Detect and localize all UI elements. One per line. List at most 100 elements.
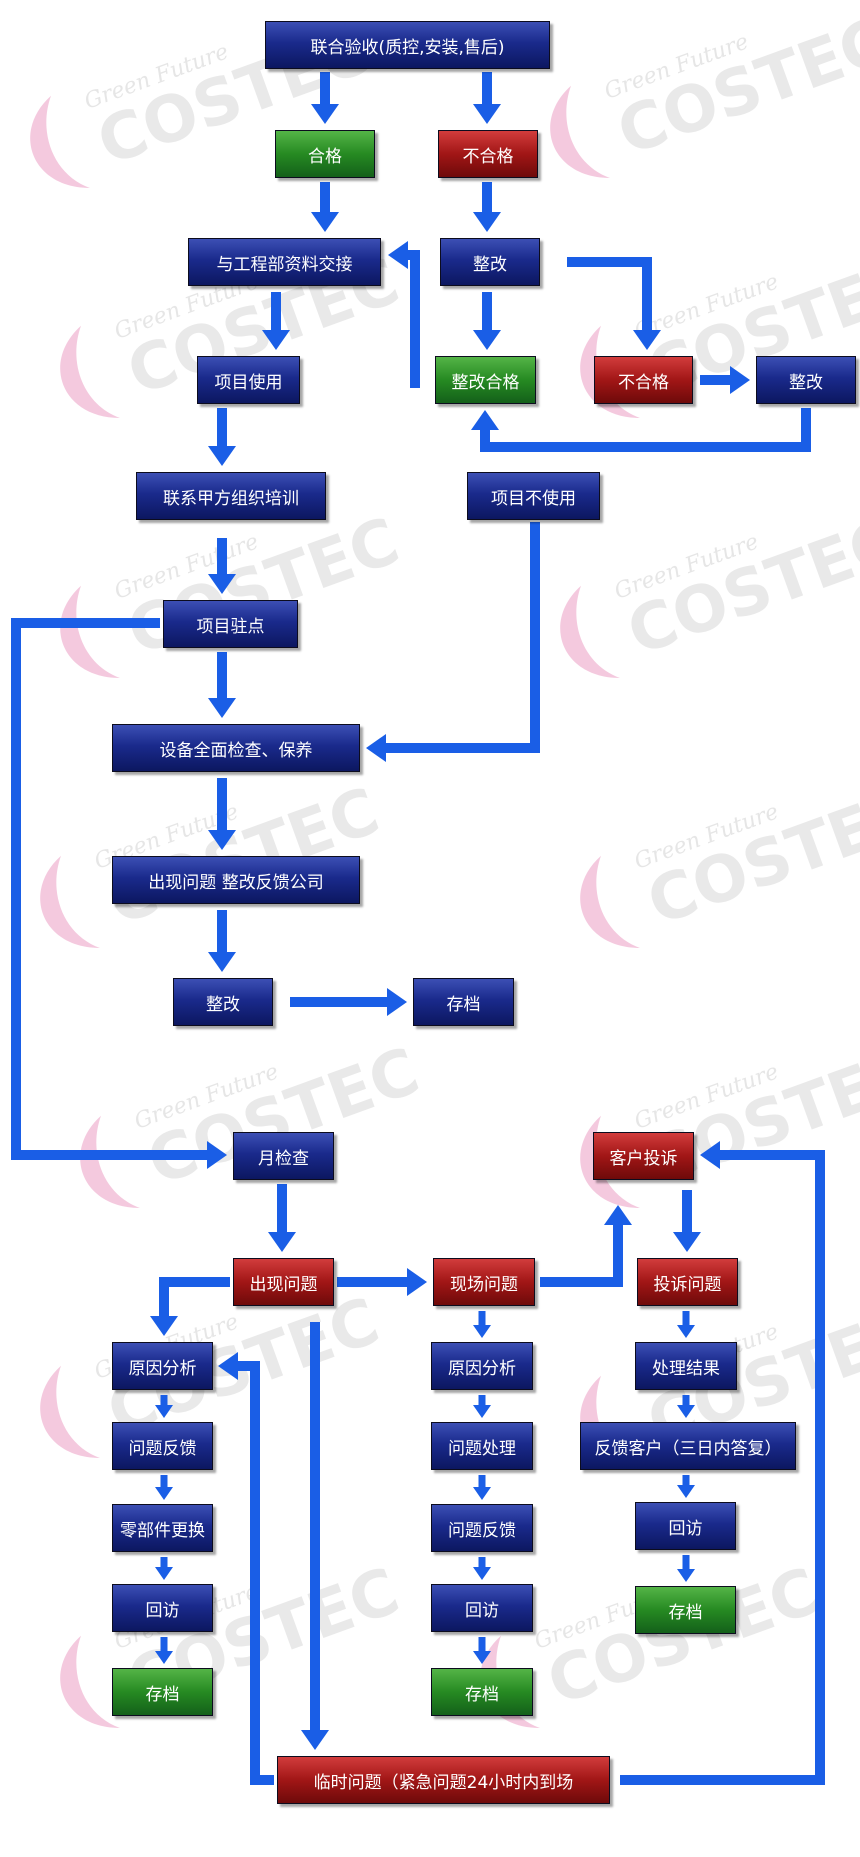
arrowhead-icon xyxy=(673,1232,701,1252)
arrowhead-icon xyxy=(473,1325,491,1338)
node-full-inspection: 设备全面检查、保养 xyxy=(112,724,360,772)
connector-line xyxy=(386,522,540,753)
watermark-tagline: Green Future xyxy=(601,29,752,104)
node-rectify-qualified: 整改合格 xyxy=(435,356,536,404)
watermark-swirl-icon xyxy=(60,325,120,418)
arrowhead-icon xyxy=(677,1569,695,1582)
arrowhead-icon xyxy=(207,1141,227,1169)
arrowhead-icon xyxy=(155,1405,173,1418)
arrowhead-icon xyxy=(366,734,386,762)
watermark-brand: COSTEC xyxy=(538,1554,828,1720)
arrowhead-icon xyxy=(150,1316,178,1336)
arrowhead-icon xyxy=(473,1651,491,1664)
arrowhead-icon xyxy=(155,1651,173,1664)
node-archive-left: 存档 xyxy=(112,1668,213,1716)
node-project-not-in-use: 项目不使用 xyxy=(467,472,600,520)
node-qualified: 合格 xyxy=(275,130,375,178)
watermark-tagline: Green Future xyxy=(631,1059,782,1134)
node-handling-result: 处理结果 xyxy=(635,1342,737,1390)
node-contact-training: 联系甲方组织培训 xyxy=(136,472,326,520)
arrowhead-icon xyxy=(473,212,501,232)
node-issue-feedback-company: 出现问题 整改反馈公司 xyxy=(112,856,360,904)
arrowhead-icon xyxy=(311,104,339,124)
node-rectify-2: 整改 xyxy=(756,356,856,404)
node-unqualified-1: 不合格 xyxy=(438,130,538,178)
arrowhead-icon xyxy=(407,1268,427,1296)
node-issue-feedback-left: 问题反馈 xyxy=(112,1422,213,1470)
node-issue-handling: 问题处理 xyxy=(431,1422,533,1470)
node-project-in-use: 项目使用 xyxy=(197,356,300,404)
watermark-swirl-icon xyxy=(30,95,90,188)
arrowhead-icon xyxy=(208,446,236,466)
watermark-tagline: Green Future xyxy=(111,529,262,604)
watermark-swirl-icon xyxy=(80,1115,140,1208)
arrowhead-icon xyxy=(208,952,236,972)
node-parts-replacement: 零部件更换 xyxy=(112,1504,213,1552)
node-monthly-inspection: 月检查 xyxy=(233,1132,334,1180)
node-revisit-left: 回访 xyxy=(112,1584,213,1632)
watermark-tagline: Green Future xyxy=(631,799,782,874)
node-onsite-issue: 现场问题 xyxy=(433,1258,535,1306)
connector-line xyxy=(480,408,811,452)
watermark-swirl-icon xyxy=(40,855,100,948)
arrowhead-icon xyxy=(677,1485,695,1498)
arrowhead-icon xyxy=(473,1405,491,1418)
arrowhead-icon xyxy=(268,1232,296,1252)
arrowhead-icon xyxy=(208,698,236,718)
arrowhead-icon xyxy=(677,1325,695,1338)
watermark-tagline: Green Future xyxy=(631,269,782,344)
watermark-swirl-icon xyxy=(550,85,610,178)
watermark-brand: COSTEC xyxy=(618,504,860,670)
node-issue-found: 出现问题 xyxy=(233,1258,334,1306)
node-unqualified-2: 不合格 xyxy=(594,356,693,404)
arrowhead-icon xyxy=(473,1487,491,1500)
connector-line xyxy=(540,1225,623,1287)
connector-line xyxy=(159,1277,230,1316)
node-archive-1: 存档 xyxy=(413,978,514,1026)
node-complaint-issue: 投诉问题 xyxy=(637,1258,738,1306)
node-cause-analysis-left: 原因分析 xyxy=(112,1342,213,1390)
watermark-swirl-icon xyxy=(60,585,120,678)
arrowhead-icon xyxy=(262,330,290,350)
node-joint-acceptance: 联合验收(质控,安装,售后) xyxy=(265,21,550,69)
watermark-swirl-icon xyxy=(60,1635,120,1728)
connector-line xyxy=(238,1361,274,1785)
arrowhead-icon xyxy=(208,574,236,594)
arrowhead-icon xyxy=(677,1405,695,1418)
watermark-brand: COSTEC xyxy=(608,4,860,170)
node-project-onsite: 项目驻点 xyxy=(163,600,298,648)
arrowhead-icon xyxy=(473,1567,491,1580)
arrowhead-icon xyxy=(471,410,499,430)
node-temporary-issue: 临时问题（紧急问题24小时内到场 xyxy=(277,1756,610,1804)
node-rectify-1: 整改 xyxy=(440,238,540,286)
node-rectify-3: 整改 xyxy=(173,978,273,1026)
connector-line xyxy=(567,257,652,330)
arrowhead-icon xyxy=(473,330,501,350)
arrowhead-icon xyxy=(604,1205,632,1225)
watermark-tagline: Green Future xyxy=(611,529,762,604)
arrowhead-icon xyxy=(208,830,236,850)
arrowhead-icon xyxy=(633,330,661,350)
node-archive-right: 存档 xyxy=(635,1586,736,1634)
watermark-swirl-icon xyxy=(580,855,640,948)
arrowhead-icon xyxy=(301,1730,329,1750)
node-handover-engineering: 与工程部资料交接 xyxy=(188,238,381,286)
arrowhead-icon xyxy=(473,104,501,124)
arrowhead-icon xyxy=(155,1487,173,1500)
arrowhead-icon xyxy=(387,988,407,1016)
arrowhead-icon xyxy=(388,241,408,269)
watermark-tagline: Green Future xyxy=(131,1059,282,1134)
node-revisit-mid: 回访 xyxy=(431,1584,533,1632)
watermark-tagline: Green Future xyxy=(81,39,232,114)
node-issue-feedback-mid: 问题反馈 xyxy=(431,1504,533,1552)
watermark-swirl-icon xyxy=(560,585,620,678)
connector-line xyxy=(408,250,420,388)
node-cause-analysis-mid: 原因分析 xyxy=(431,1342,533,1390)
arrowhead-icon xyxy=(311,212,339,232)
